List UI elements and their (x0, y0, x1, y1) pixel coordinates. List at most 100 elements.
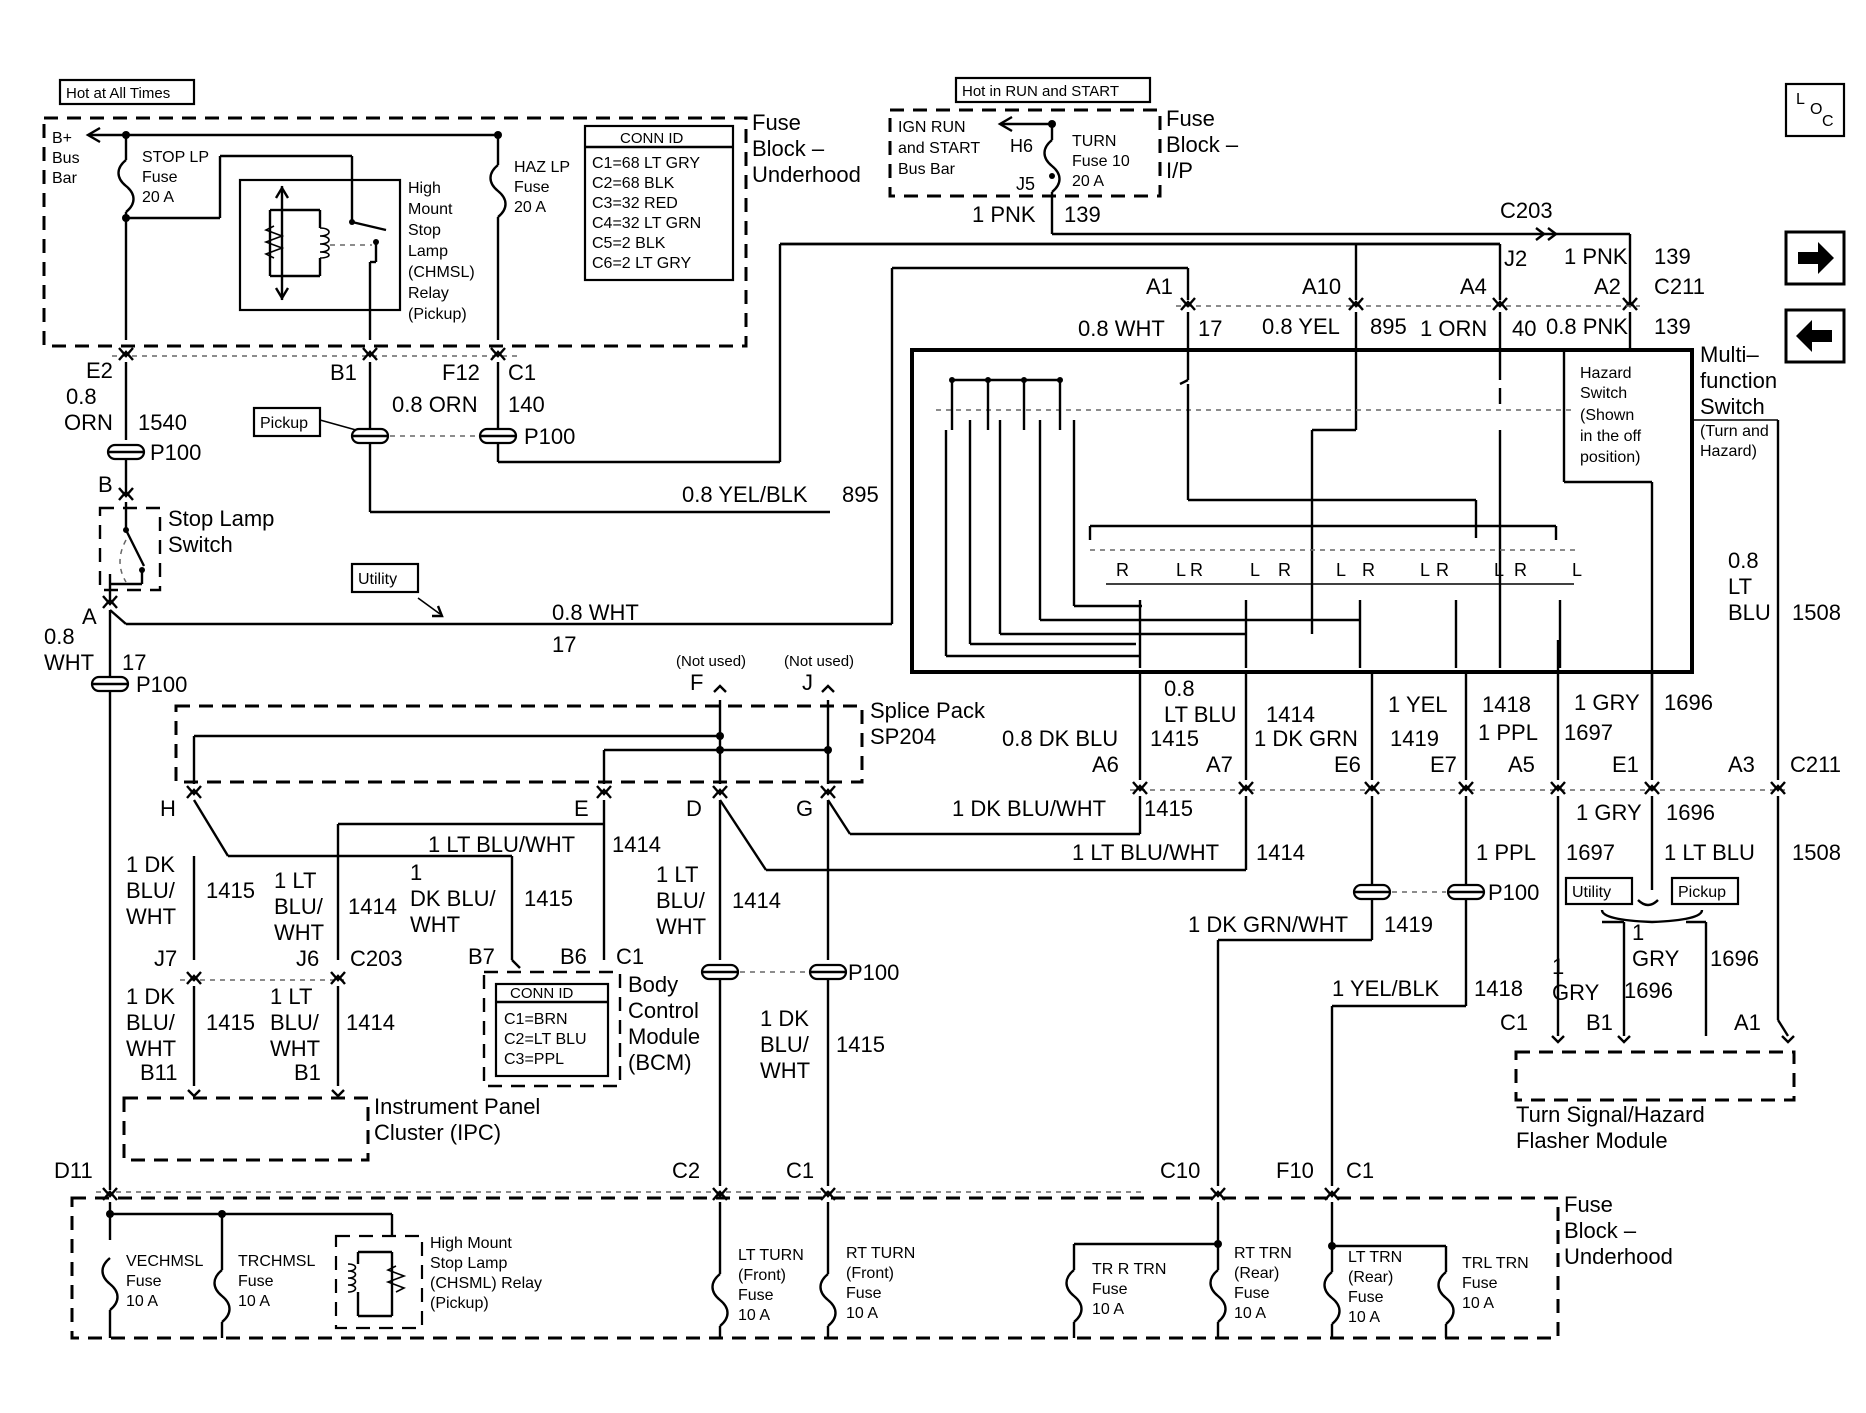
diagram-label: TURN (1072, 133, 1116, 150)
diagram-label: Fuse (1166, 106, 1215, 131)
diagram-label: 10 A (1092, 1301, 1124, 1318)
diagram-label: 1696 (1624, 978, 1673, 1003)
diagram-label: Control (628, 998, 699, 1023)
diagram-label: B7 (468, 944, 495, 969)
diagram-label: Block – (1564, 1218, 1637, 1243)
diagram-label: Switch (1700, 394, 1765, 419)
diagram-label: L (1336, 560, 1346, 580)
diagram-label: 1 (1552, 954, 1564, 979)
diagram-label: Fuse (738, 1287, 774, 1304)
diagram-label: 1 GRY (1576, 800, 1642, 825)
diagram-label: C1 (616, 944, 644, 969)
fuse-block-ip (888, 108, 1162, 198)
diagram-label: 10 A (1234, 1305, 1266, 1322)
diagram-label: RT TRN (1234, 1245, 1292, 1262)
diagram-label: 1697 (1566, 840, 1615, 865)
diagram-label: R (1116, 560, 1129, 580)
diagram-label: 1419 (1384, 912, 1433, 937)
diagram-label: A4 (1460, 274, 1487, 299)
diagram-label: (Not used) (676, 653, 746, 670)
diagram-label: GRY (1552, 980, 1600, 1005)
diagram-label: WHT (656, 914, 706, 939)
diagram-label: R (1436, 560, 1449, 580)
splice-pack-sp204 (174, 704, 864, 784)
bottom-fuses: VECHMSL Fuse 10 A TRCHMSL Fuse 10 A High… (101, 1202, 1529, 1338)
previous-page-button[interactable] (1784, 308, 1846, 364)
hot-at-all-times-label: Hot at All Times (58, 78, 196, 106)
stop-lamp-switch: Stop Lamp Switch (98, 502, 274, 592)
diagram-label: 1696 (1666, 800, 1715, 825)
diagram-label: Fuse (514, 179, 550, 196)
diagram-label: Utility (1572, 884, 1611, 901)
diagram-label: WHT (126, 1036, 176, 1061)
diagram-label: Stop Lamp (430, 1255, 507, 1272)
diagram-label: 1414 (348, 894, 397, 919)
diagram-label: CONN ID (510, 985, 574, 1002)
diagram-label: WHT (126, 904, 176, 929)
diagram-label: Block – (1166, 132, 1239, 157)
diagram-label: Bus (52, 150, 80, 167)
diagram-label: 1418 (1482, 692, 1531, 717)
diagram-label: L (1494, 560, 1504, 580)
diagram-label: (Turn and (1700, 423, 1769, 440)
loc-button[interactable]: L O C (1784, 82, 1846, 138)
diagram-label: 20 A (514, 199, 546, 216)
diagram-label: 1415 (524, 886, 573, 911)
diagram-label: R (1514, 560, 1527, 580)
diagram-label: Turn Signal/Hazard (1516, 1102, 1705, 1127)
diagram-label: 140 (508, 392, 545, 417)
diagram-label: Stop Lamp (168, 506, 274, 531)
diagram-label: Fuse (142, 169, 178, 186)
diagram-label: STOP LP (142, 149, 209, 166)
diagram-label: 0.8 ORN (392, 392, 478, 417)
diagram-label: C2 (672, 1158, 700, 1183)
diagram-label: Fuse (238, 1273, 274, 1290)
diagram-label: Hot in RUN and START (962, 83, 1119, 100)
diagram-label: (CHSML) Relay (430, 1275, 542, 1292)
multifunction-switch (910, 348, 1694, 674)
fuse-block-underhood-top-label: Fuse Block – Underhood (752, 110, 861, 187)
diagram-label: Underhood (1564, 1244, 1673, 1269)
diagram-label: Body (628, 972, 678, 997)
diagram-label: ORN (64, 410, 113, 435)
diagram-label: C1 (786, 1158, 814, 1183)
diagram-label: L (1420, 560, 1430, 580)
diagram-label: 17 (1198, 316, 1222, 341)
diagram-label: L (1796, 91, 1805, 108)
diagram-label: (Pickup) (430, 1295, 489, 1312)
diagram-label: 1415 (1150, 726, 1199, 751)
diagram-label: Hazard (1580, 365, 1632, 382)
diagram-label: J6 (296, 946, 319, 971)
hazard-switch: Hazard Switch (Shown in the off position… (1580, 365, 1642, 466)
diagram-label: 0.8 WHT (1078, 316, 1165, 341)
diagram-label: 1 YEL/BLK (1332, 976, 1440, 1001)
diagram-label: (Rear) (1348, 1269, 1393, 1286)
diagram-label: R (1190, 560, 1203, 580)
diagram-label: 1 LT (274, 868, 316, 893)
diagram-label: A1 (1146, 274, 1173, 299)
diagram-label: Block – (752, 136, 825, 161)
diagram-label: Fuse (1462, 1275, 1498, 1292)
diagram-label: High (408, 180, 441, 197)
next-page-button[interactable] (1784, 230, 1846, 286)
diagram-label: BLU/ (126, 1010, 176, 1035)
diagram-label: Switch (1580, 385, 1627, 402)
diagram-label: C (1822, 113, 1834, 130)
diagram-label: WHT (760, 1058, 810, 1083)
diagram-label: WHT (410, 912, 460, 937)
instrument-panel-cluster (122, 1096, 370, 1162)
diagram-label: DK BLU/ (410, 886, 496, 911)
diagram-label: P100 (136, 672, 187, 697)
diagram-label: Instrument Panel (374, 1094, 540, 1119)
diagram-label: C3=PPL (504, 1051, 564, 1068)
diagram-label: D11 (54, 1158, 93, 1183)
diagram-label: Fuse (1234, 1285, 1270, 1302)
diagram-label: E1 (1612, 752, 1639, 777)
diagram-label: position) (1580, 449, 1640, 466)
diagram-label: 1 PPL (1478, 720, 1538, 745)
diagram-label: P100 (150, 440, 201, 465)
diagram-label: H (160, 796, 176, 821)
diagram-label: Bar (52, 170, 78, 187)
diagram-label: HAZ LP (514, 159, 570, 176)
diagram-label: 10 A (238, 1293, 270, 1310)
